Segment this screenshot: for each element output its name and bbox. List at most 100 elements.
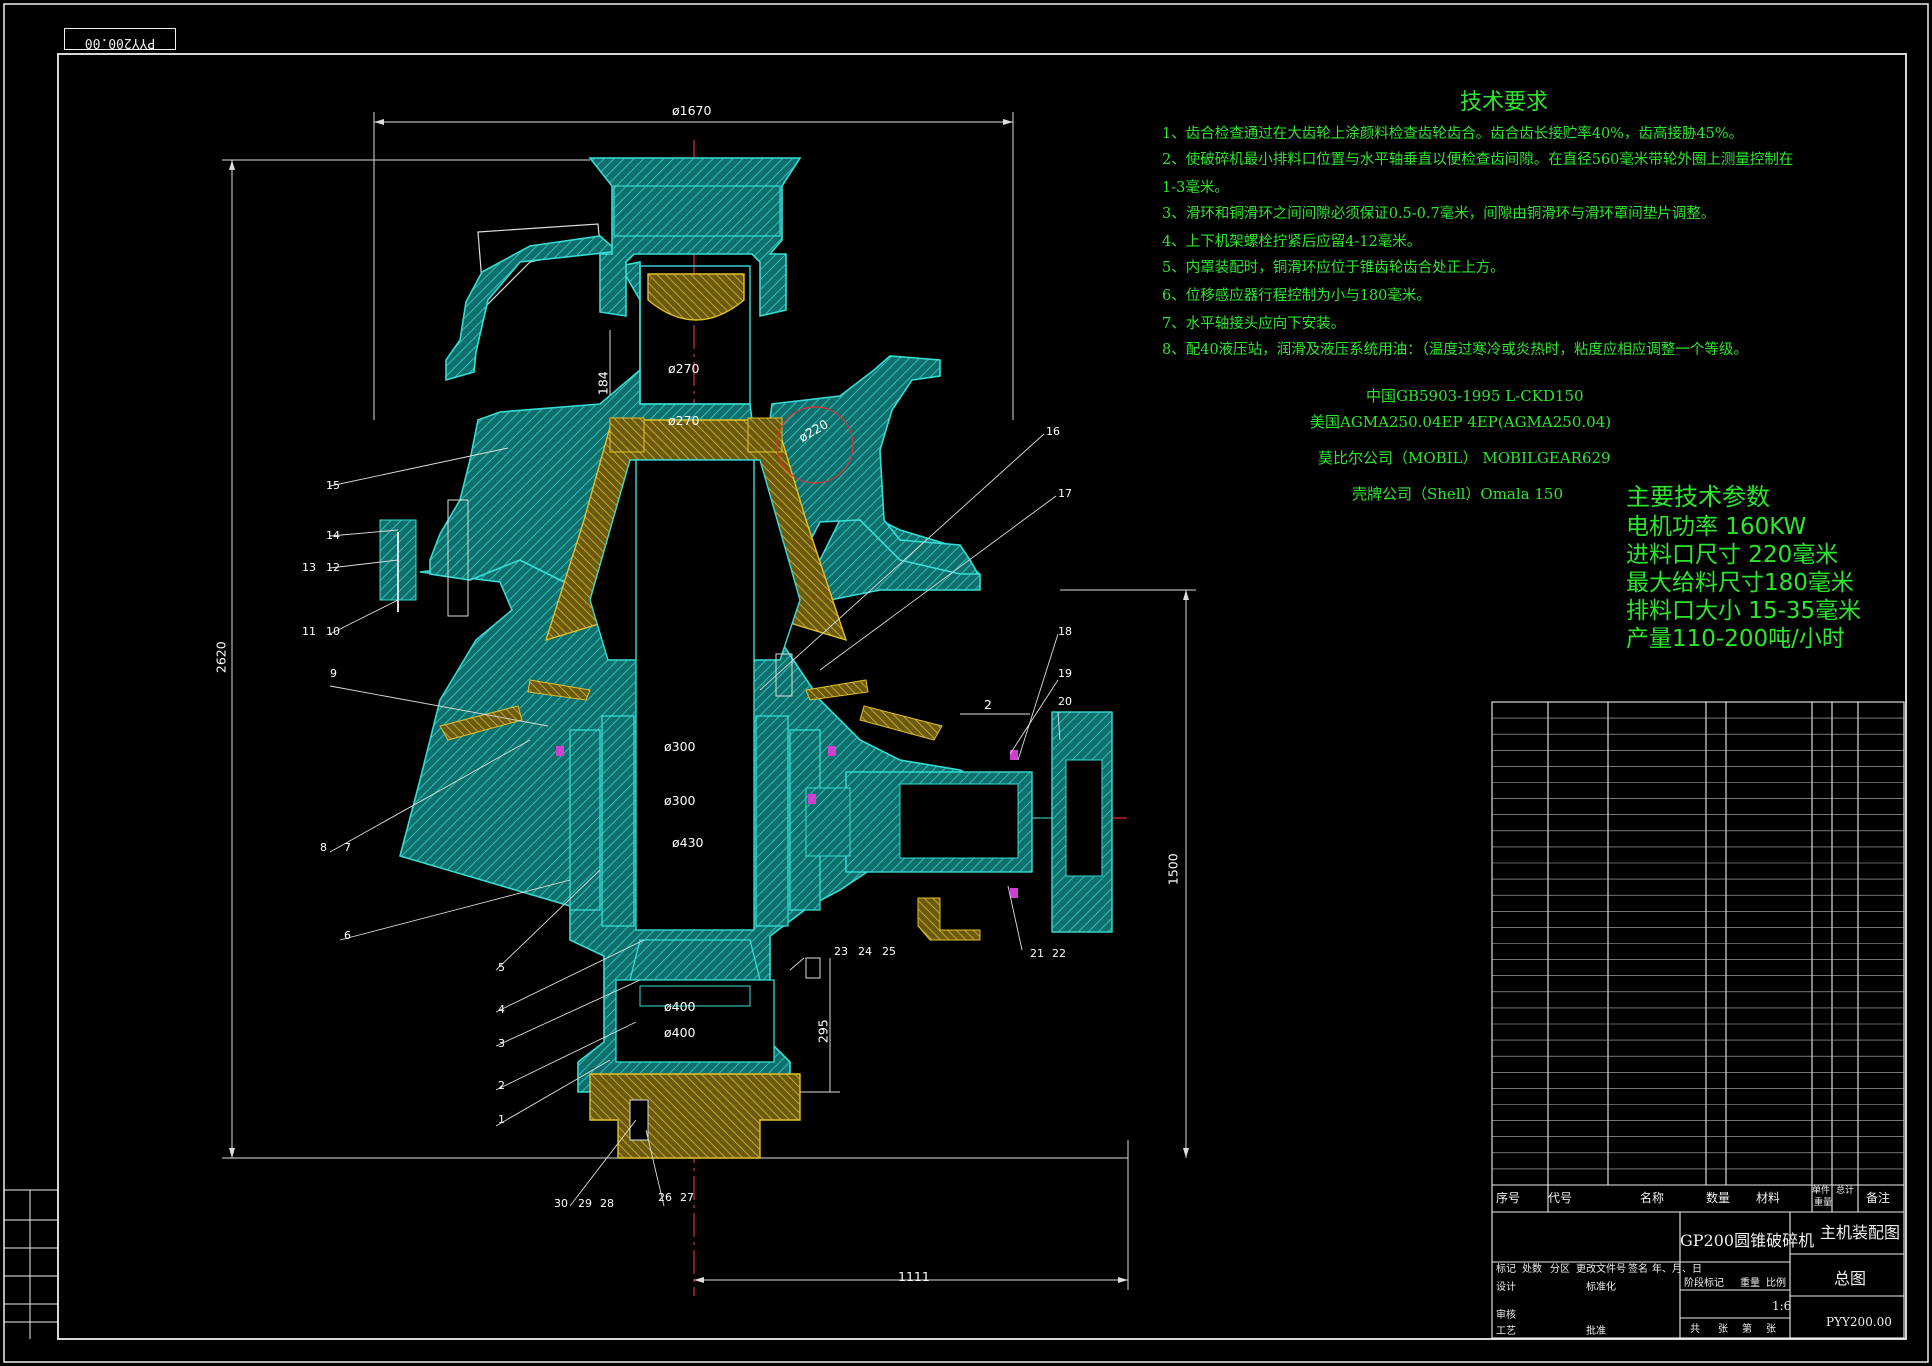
table-header-weight: 重量 xyxy=(1814,1198,1833,1208)
tb-stage-scale: 比例 xyxy=(1766,1278,1786,1289)
callout-13: 13 xyxy=(302,561,316,574)
callout-22: 22 xyxy=(1052,947,1066,960)
callout-26: 26 xyxy=(658,1191,672,1204)
callout-16: 16 xyxy=(1046,425,1060,438)
param-capacity: 产量110-200吨/小时 xyxy=(1626,626,1845,652)
tech-note-4: 4、上下机架螺栓拧紧后应留4-12毫米。 xyxy=(1162,234,1422,250)
dim-overall-width: ø1670 xyxy=(672,103,712,118)
detail-circle xyxy=(776,406,854,484)
dim-overall-height: 2620 xyxy=(213,641,229,674)
dim-bore-1: ø270 xyxy=(668,361,700,376)
dim-gap: 2 xyxy=(984,697,992,712)
tb-design: 设计 xyxy=(1496,1282,1516,1293)
callout-12: 12 xyxy=(326,561,340,574)
param-discharge: 排料口大小 15-35毫米 xyxy=(1626,598,1862,624)
tb-sheet-unit-2: 张 xyxy=(1766,1324,1776,1335)
tb-approve: 批准 xyxy=(1586,1326,1606,1337)
drawing-title: 主机装配图 xyxy=(1820,1223,1901,1242)
tb-sheet-unit-1: 张 xyxy=(1718,1324,1728,1335)
table-header-remark: 备注 xyxy=(1866,1191,1891,1205)
callout-8: 8 xyxy=(320,841,327,854)
callout-3: 3 xyxy=(498,1037,505,1050)
callout-23: 23 xyxy=(834,945,848,958)
table-header-code: 代号 xyxy=(1548,1191,1573,1205)
lubricant-agma: 美国AGMA250.04EP 4EP(AGMA250.04) xyxy=(1310,413,1612,431)
tb-mark: 标记 xyxy=(1496,1264,1516,1275)
callout-18: 18 xyxy=(1058,625,1072,638)
hydraulic-cylinder xyxy=(589,1073,801,1159)
param-motor: 电机功率 160KW xyxy=(1626,514,1807,540)
callout-24: 24 xyxy=(858,945,872,958)
table-header-qty: 数量 xyxy=(1706,1191,1731,1205)
dim-bore-2: ø270 xyxy=(668,413,700,428)
dim-feed-height: 184 xyxy=(595,371,611,396)
tb-review: 审核 xyxy=(1496,1310,1516,1321)
tb-date: 年、月、日 xyxy=(1652,1264,1702,1275)
main-shaft xyxy=(635,459,755,931)
tb-stage-mark: 阶段标记 xyxy=(1684,1278,1724,1289)
drawing-type: 总图 xyxy=(1834,1269,1867,1288)
tech-note-8: 8、配40液压站，润滑及液压系统用油：（温度过寒冷或炎热时，粘度应相应调整一个等… xyxy=(1162,342,1748,358)
callout-14: 14 xyxy=(326,529,340,542)
main-params-title: 主要技术参数 xyxy=(1626,483,1770,511)
tb-count: 处数 xyxy=(1522,1264,1542,1275)
tb-sign: 签名 xyxy=(1628,1264,1648,1275)
param-max-feed: 最大给料尺寸180毫米 xyxy=(1626,570,1854,596)
tech-note-2: 2、使破碎机最小排料口位置与水平轴垂直以便检查齿间隙。在直径560毫米带轮外圈上… xyxy=(1162,152,1794,168)
callout-9: 9 xyxy=(330,667,337,680)
product-name: GP200圆锥破碎机 xyxy=(1680,1231,1815,1250)
drawing-scale: 1:6 xyxy=(1772,1299,1792,1313)
callout-17: 17 xyxy=(1058,487,1072,500)
callout-25: 25 xyxy=(882,945,896,958)
callout-20: 20 xyxy=(1058,695,1072,708)
tb-standardization: 标准化 xyxy=(1586,1282,1616,1293)
callout-30: 30 xyxy=(554,1197,568,1210)
callout-11: 11 xyxy=(302,625,316,638)
dim-bore-7: ø400 xyxy=(664,1025,696,1040)
dim-shaft-offset: 1111 xyxy=(898,1269,930,1284)
tech-requirements-title: 技术要求 xyxy=(1460,90,1549,115)
feed-hopper xyxy=(588,157,802,318)
callout-7: 7 xyxy=(344,841,351,854)
dim-bore-6: ø400 xyxy=(664,999,696,1014)
tb-change-doc: 更改文件号 xyxy=(1576,1264,1626,1275)
dim-bore-3: ø300 xyxy=(664,739,696,754)
distributor-plate xyxy=(647,273,745,321)
callout-2: 2 xyxy=(498,1079,505,1092)
lubricant-gb: 中国GB5903-1995 L-CKD150 xyxy=(1366,387,1584,405)
dim-bore-5: ø430 xyxy=(672,835,704,850)
callout-21: 21 xyxy=(1030,947,1044,960)
tb-total-sheets: 共 xyxy=(1690,1324,1700,1335)
tech-note-3: 3、滑环和铜滑环之间间隙必须保证0.5-0.7毫米，间隙由铜滑环与滑环罩间垫片调… xyxy=(1162,206,1716,222)
callout-5: 5 xyxy=(498,961,505,974)
tb-process: 工艺 xyxy=(1496,1326,1516,1337)
callout-27: 27 xyxy=(680,1191,694,1204)
dimension-arrows xyxy=(229,119,1189,1283)
tb-stage-weight: 重量 xyxy=(1740,1278,1760,1289)
callout-19: 19 xyxy=(1058,667,1072,680)
table-header-material: 材料 xyxy=(1756,1191,1781,1205)
tb-sheet-no: 第 xyxy=(1742,1324,1752,1335)
callout-6: 6 xyxy=(344,929,351,942)
param-feed-opening: 进料口尺寸 220毫米 xyxy=(1626,542,1839,568)
dim-lower-height: 295 xyxy=(815,1019,831,1044)
table-header-total: 总计 xyxy=(1836,1186,1855,1196)
dimension-lines xyxy=(222,112,1196,1290)
tech-note-7: 7、水平轴接头应向下安装。 xyxy=(1162,316,1346,332)
callout-28: 28 xyxy=(600,1197,614,1210)
callout-1: 1 xyxy=(498,1113,505,1126)
tech-note-2b: 1-3毫米。 xyxy=(1162,180,1229,196)
tech-note-6: 6、位移感应器行程控制为小与180毫米。 xyxy=(1162,288,1431,304)
callout-10: 10 xyxy=(326,625,340,638)
tech-note-5: 5、内罩装配时，铜滑环应位于锥齿轮齿合处正上方。 xyxy=(1162,260,1505,276)
callout-4: 4 xyxy=(498,1003,505,1016)
tech-note-1: 1、齿合检查通过在大齿轮上涂颜料检查齿轮齿合。齿合齿长接贮率40%，齿高接胁45… xyxy=(1162,126,1744,142)
dim-frame-height: 1500 xyxy=(1165,853,1181,886)
tb-zone: 分区 xyxy=(1550,1264,1570,1275)
dim-bore-4: ø300 xyxy=(664,793,696,808)
callout-15: 15 xyxy=(326,479,340,492)
table-header-unit: 单件 xyxy=(1812,1186,1831,1196)
